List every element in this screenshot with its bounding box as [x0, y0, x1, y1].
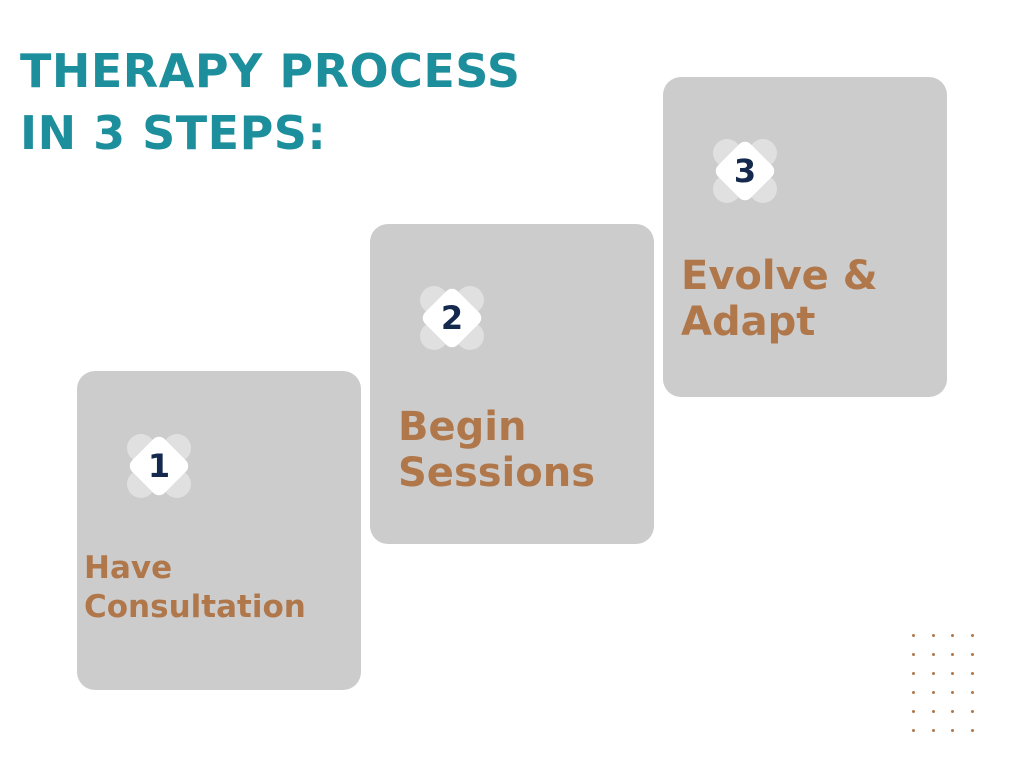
dot — [912, 691, 915, 694]
page-title: THERAPY PROCESS IN 3 STEPS: — [20, 40, 520, 164]
step-card-1: 1 Have Consultation — [77, 371, 361, 690]
step-badge-2: 2 — [410, 276, 494, 360]
step-label-3: Evolve & Adapt — [681, 253, 878, 345]
title-line-1: THERAPY PROCESS — [20, 44, 521, 98]
step-label-2-line-1: Begin — [398, 404, 527, 450]
dot — [931, 729, 935, 732]
dot — [931, 653, 935, 656]
dot — [951, 672, 954, 675]
dot — [970, 653, 974, 656]
dot — [970, 729, 974, 732]
step-badge-1: 1 — [117, 424, 201, 508]
dot — [912, 634, 915, 637]
step-badge-3: 3 — [703, 129, 787, 213]
dot — [951, 710, 954, 713]
step-number-3: 3 — [733, 152, 757, 190]
step-number-1: 1 — [147, 447, 171, 485]
dot — [951, 729, 954, 732]
dot — [970, 672, 974, 675]
dot — [912, 653, 915, 656]
step-label-2-line-2: Sessions — [398, 450, 596, 496]
dot — [931, 672, 935, 675]
step-card-2: 2 Begin Sessions — [370, 224, 654, 544]
step-number-2: 2 — [440, 299, 464, 337]
step-card-3: 3 Evolve & Adapt — [663, 77, 947, 397]
dot — [912, 710, 915, 713]
dot — [912, 672, 915, 675]
step-label-1-line-1: Have — [84, 550, 173, 586]
dot — [951, 691, 954, 694]
dot — [931, 634, 935, 637]
step-label-1: Have Consultation — [84, 549, 306, 627]
step-label-1-line-2: Consultation — [84, 589, 306, 625]
title-line-2: IN 3 STEPS: — [20, 106, 327, 160]
step-label-3-line-2: Adapt — [681, 299, 816, 345]
dot — [912, 729, 915, 732]
dot — [931, 691, 935, 694]
dot — [970, 710, 974, 713]
step-label-3-line-1: Evolve & — [681, 253, 878, 299]
dot — [951, 634, 954, 637]
dot — [931, 710, 935, 713]
diamond-badge-icon — [713, 139, 777, 203]
diamond-badge-icon — [420, 286, 484, 350]
dot — [970, 634, 974, 637]
dot — [970, 691, 974, 694]
diamond-badge-icon — [127, 434, 191, 498]
step-label-2: Begin Sessions — [398, 404, 595, 496]
dot — [951, 653, 954, 656]
decorative-dot-grid — [912, 634, 990, 748]
